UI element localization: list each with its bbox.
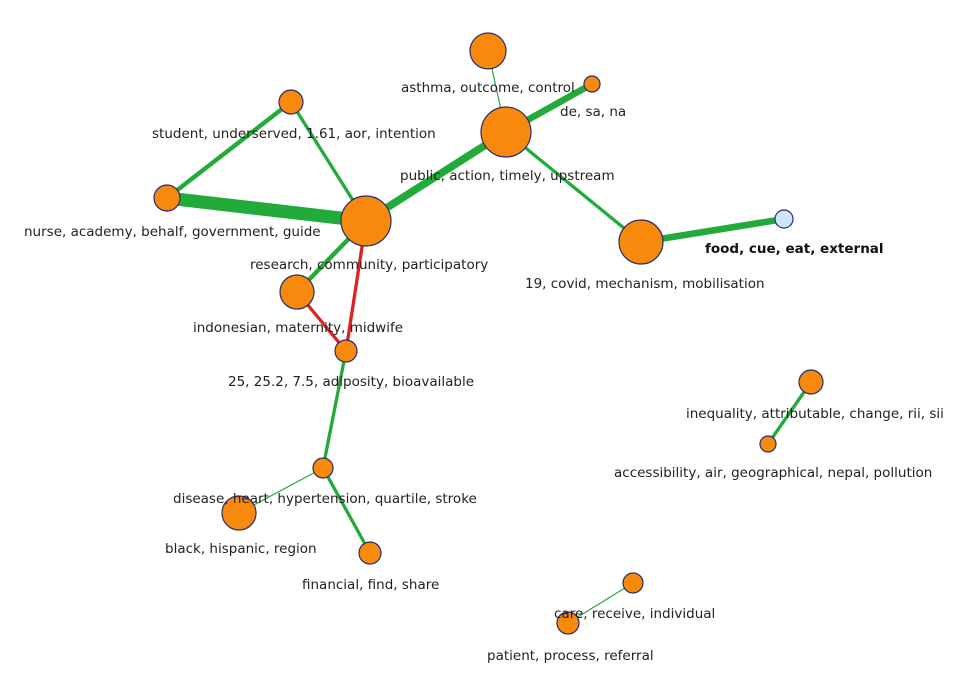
node-n8[interactable] [480,106,532,158]
node-label-n6: asthma, outcome, control [401,80,575,96]
edge-n11-n13[interactable] [321,466,372,555]
node-n12[interactable] [221,495,257,531]
edge-n16-n17[interactable] [567,582,634,624]
node-label-n9: 19, covid, mechanism, mobilisation [525,276,765,292]
node-label-n2: student, underserved, 1.61, aor, intenti… [152,126,436,142]
node-label-n16: care, receive, individual [554,606,715,622]
node-n6[interactable] [469,32,507,70]
node-label-n10: food, cue, eat, external [705,241,884,257]
nodes-layer [153,32,824,635]
edge-n8-n9[interactable] [504,130,643,244]
node-n16[interactable] [622,572,644,594]
edge-n1-n3[interactable] [160,191,373,228]
node-label-n12: black, hispanic, region [165,541,317,557]
node-label-n17: patient, process, referral [487,648,654,664]
node-n7[interactable] [583,75,601,93]
node-n17[interactable] [556,611,580,635]
node-n5[interactable] [334,339,358,363]
node-n11[interactable] [312,457,334,479]
edge-n9-n10[interactable] [637,215,788,246]
node-n15[interactable] [759,435,777,453]
edge-n1-n2[interactable] [164,99,294,201]
node-label-n13: financial, find, share [302,577,439,593]
node-label-n4: indonesian, maternity, midwife [193,320,403,336]
node-label-n11: disease, heart, hypertension, quartile, … [173,491,477,507]
node-n10-selected[interactable] [774,209,794,229]
node-n2[interactable] [278,89,304,115]
edge-n3-n8[interactable] [362,128,510,225]
node-label-n8: public, action, timely, upstream [400,168,615,184]
node-label-n3: research, community, participatory [250,257,488,273]
node-label-n14: inequality, attributable, change, rii, s… [686,406,944,422]
node-label-n7: de, sa, na [560,104,626,120]
node-n14[interactable] [798,369,824,395]
node-n3[interactable] [340,195,392,247]
node-label-n5: 25, 25.2, 7.5, adiposity, bioavailable [228,374,474,390]
node-n9[interactable] [618,219,664,265]
node-label-n15: accessibility, air, geographical, nepal,… [614,465,932,481]
edge-n5-n11[interactable] [321,349,348,470]
node-n1[interactable] [153,184,181,212]
node-n4[interactable] [279,274,315,310]
labels-layer: nurse, academy, behalf, government, guid… [24,80,944,664]
node-n13[interactable] [358,541,382,565]
node-label-n1: nurse, academy, behalf, government, guid… [24,224,321,240]
